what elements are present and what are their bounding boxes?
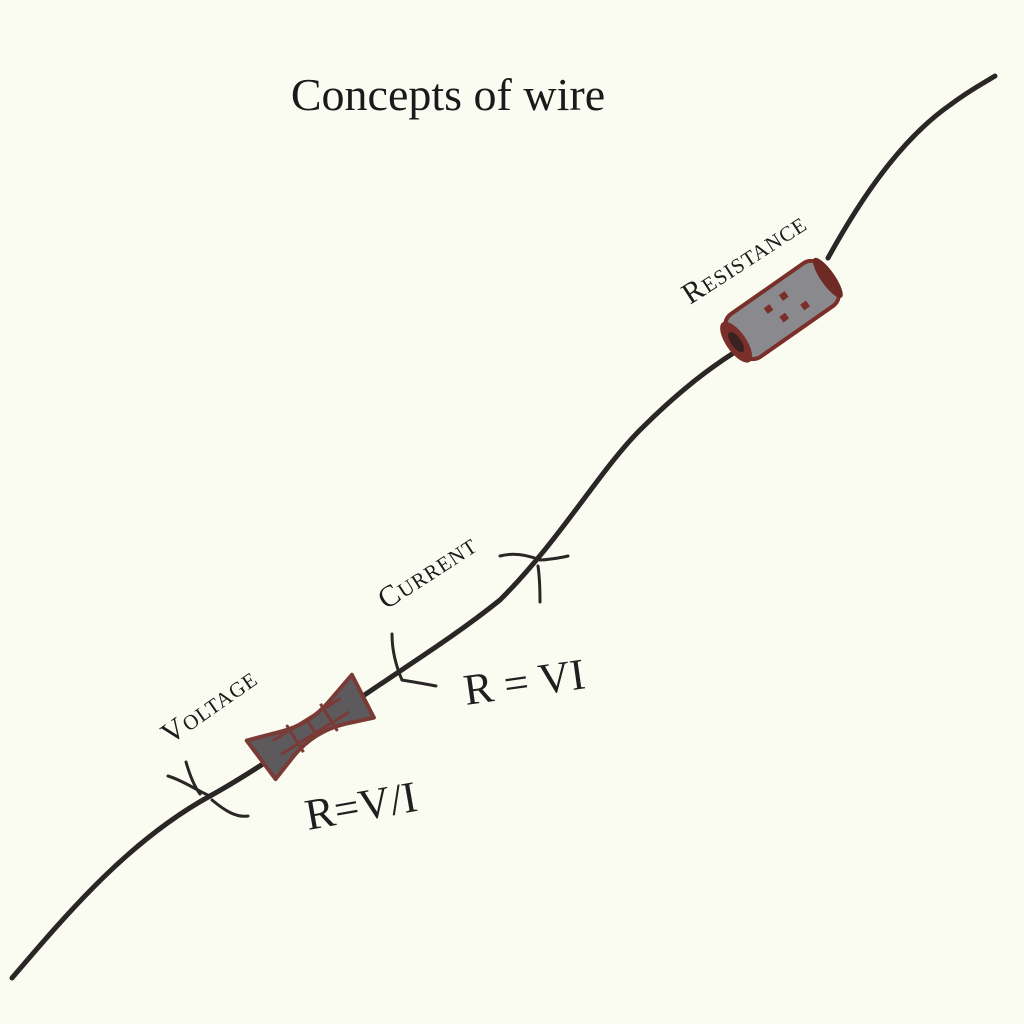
wire-path	[9, 349, 738, 981]
voltage-label: Voltage	[155, 661, 263, 751]
resistor-icon	[720, 257, 843, 363]
current-label: Current	[372, 528, 483, 616]
diagram-title: Concepts of wire	[291, 69, 605, 120]
formula-upper: R = VI	[461, 649, 588, 714]
current-tick-upper	[498, 552, 570, 604]
wire-path-upper	[825, 73, 998, 261]
current-tick-lower	[390, 632, 438, 688]
component-icon	[244, 672, 376, 782]
formula-lower: R=V/I	[301, 772, 421, 840]
voltage-tick	[166, 760, 250, 818]
